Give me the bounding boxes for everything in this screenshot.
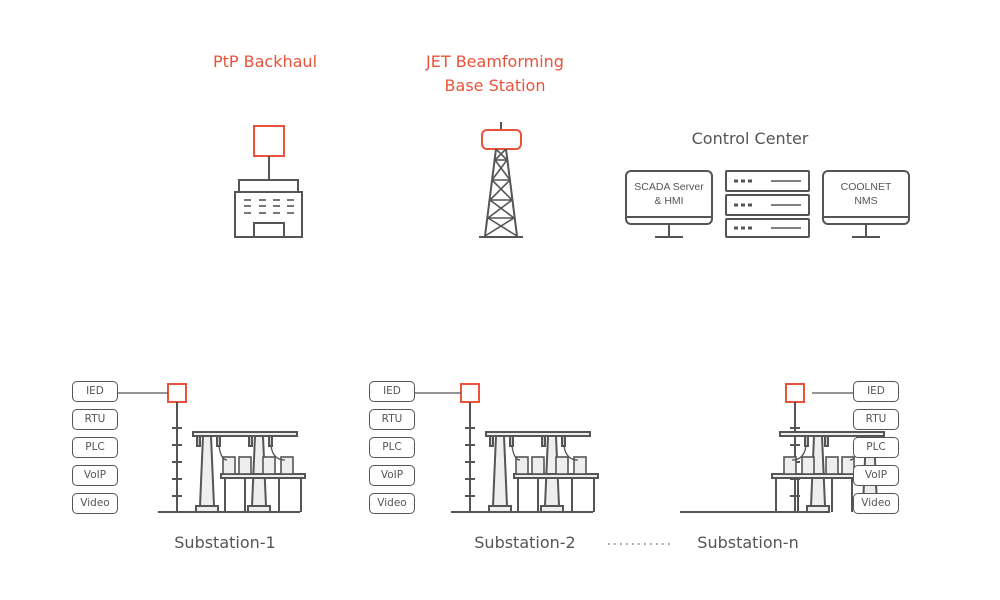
tower-icon bbox=[479, 122, 523, 238]
substation-1-equipment bbox=[118, 383, 306, 513]
radio-unit-icon bbox=[460, 383, 480, 403]
substation-structure-icon bbox=[485, 431, 599, 513]
substation-2-equipment bbox=[415, 383, 599, 513]
device-voip: VoIP bbox=[72, 465, 118, 486]
scada-label-line2: & HMI bbox=[654, 195, 684, 207]
device-plc: PLC bbox=[853, 437, 899, 458]
coolnet-monitor-icon bbox=[822, 170, 910, 238]
device-plc: PLC bbox=[72, 437, 118, 458]
radio-unit-icon bbox=[785, 383, 805, 403]
jet-base-station-label-line1: JET Beamforming bbox=[426, 52, 564, 71]
ptp-backhaul-label: PtP Backhaul bbox=[212, 52, 318, 71]
substation-label: Substation-n bbox=[697, 533, 799, 552]
scada-monitor-icon bbox=[625, 170, 713, 238]
coolnet-label-line1: COOLNET bbox=[840, 181, 892, 193]
device-video: Video bbox=[72, 493, 118, 514]
substation-label: Substation-1 bbox=[174, 533, 276, 552]
server-rack-icon bbox=[725, 170, 810, 238]
device-rtu: RTU bbox=[369, 409, 415, 430]
substation-label: Substation-2 bbox=[474, 533, 576, 552]
substation-structure-icon bbox=[192, 431, 306, 513]
device-ied: IED bbox=[72, 381, 118, 402]
device-ied: IED bbox=[853, 381, 899, 402]
device-rtu: RTU bbox=[853, 409, 899, 430]
scada-label-line1: SCADA Server bbox=[634, 181, 704, 193]
device-voip: VoIP bbox=[853, 465, 899, 486]
device-video: Video bbox=[369, 493, 415, 514]
device-voip: VoIP bbox=[369, 465, 415, 486]
device-rtu: RTU bbox=[72, 409, 118, 430]
jet-base-station-label-line2: Base Station bbox=[444, 76, 546, 95]
device-plc: PLC bbox=[369, 437, 415, 458]
coolnet-label-line2: NMS bbox=[854, 195, 878, 207]
device-ied: IED bbox=[369, 381, 415, 402]
device-video: Video bbox=[853, 493, 899, 514]
control-center-label: Control Center bbox=[691, 129, 809, 148]
building-icon bbox=[234, 125, 303, 238]
radio-unit-icon bbox=[167, 383, 187, 403]
